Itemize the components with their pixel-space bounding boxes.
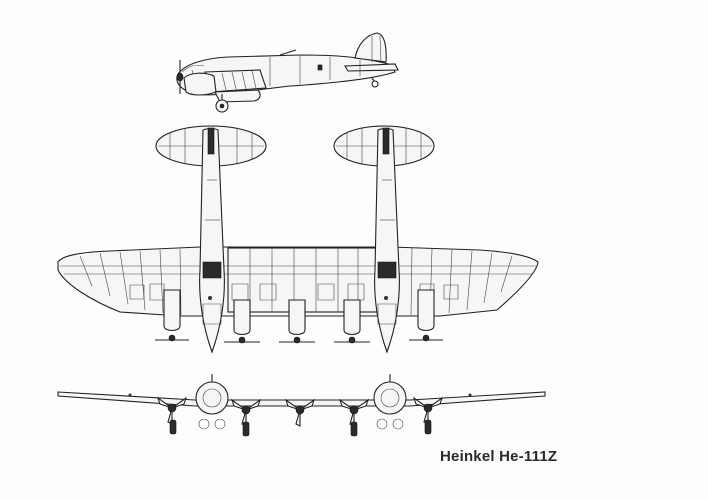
plan-view — [57, 125, 539, 354]
front-propellers — [156, 396, 444, 427]
front-view — [57, 374, 546, 437]
front-landing-gear — [169, 418, 432, 437]
aircraft-title: Heinkel He-111Z — [440, 448, 558, 465]
plan-nacelles — [155, 289, 443, 344]
side-view — [176, 32, 399, 113]
